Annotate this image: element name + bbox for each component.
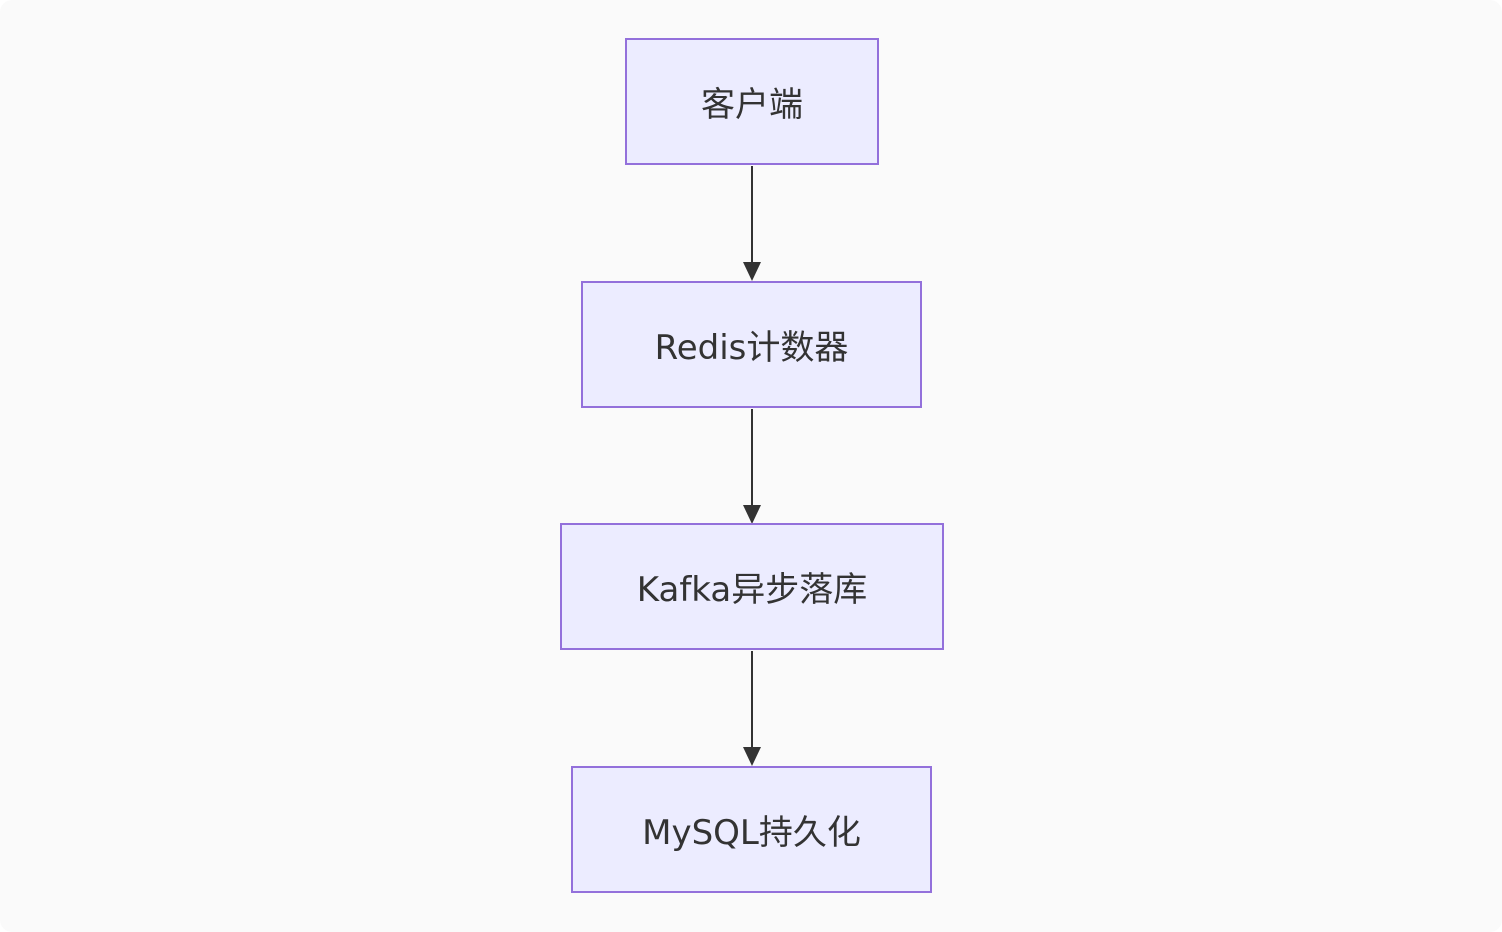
- arrowhead-icon: [743, 505, 761, 524]
- node-client: 客户端: [625, 38, 879, 165]
- edge-client-to-redis: [743, 166, 761, 281]
- edge-redis-to-kafka: [743, 409, 761, 524]
- node-mysql-persistence: MySQL持久化: [571, 766, 932, 893]
- node-redis-counter-label: Redis计数器: [654, 328, 849, 368]
- arrowhead-icon: [743, 747, 761, 766]
- arrowhead-icon: [743, 262, 761, 281]
- node-redis-counter: Redis计数器: [581, 281, 922, 408]
- node-kafka-async-label: Kafka异步落库: [636, 570, 868, 610]
- edge-kafka-to-mysql: [743, 651, 761, 766]
- node-kafka-async: Kafka异步落库: [560, 523, 944, 650]
- node-client-label: 客户端: [701, 85, 803, 125]
- node-mysql-persistence-label: MySQL持久化: [642, 813, 861, 853]
